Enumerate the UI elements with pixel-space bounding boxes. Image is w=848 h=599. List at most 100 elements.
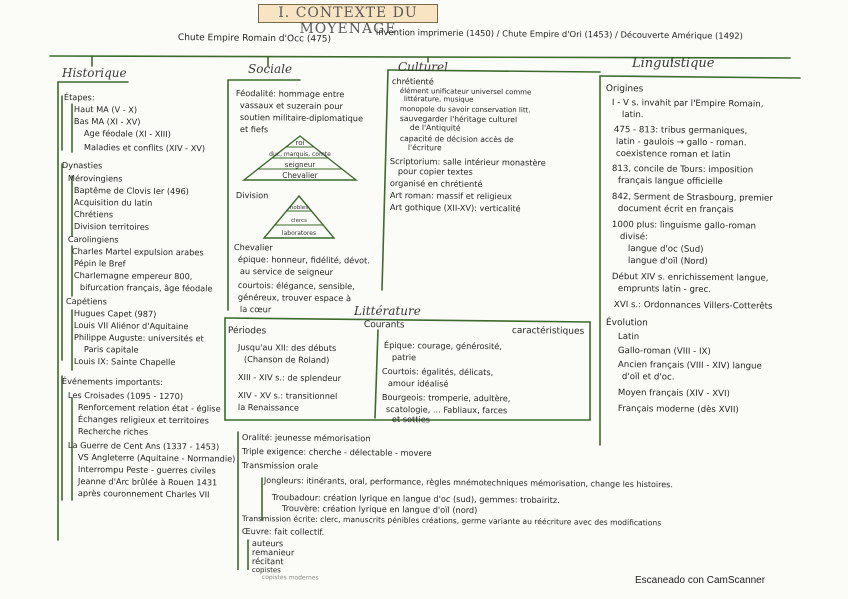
lit-note: copistes modernes xyxy=(262,573,319,584)
hist-line: Événements importants: xyxy=(62,376,163,387)
lit-periode: XIV - XV s.: transitionnel xyxy=(238,390,337,401)
hist-line: Renforcement relation état - église xyxy=(78,402,221,413)
hist-line: Baptême de Clovis Ier (496) xyxy=(74,185,189,196)
ling-line: document écrit en français xyxy=(618,204,734,215)
hist-line: Interrompu Peste - guerres civiles xyxy=(78,464,216,475)
page-title: I. CONTEXTE DU MOYENAGE xyxy=(258,4,438,23)
soc-chevalier: courtois: élégance, sensible, xyxy=(238,280,355,291)
pyr-roi: roi xyxy=(296,139,305,147)
ling-line: Ancien français (VIII - XIV) langue xyxy=(618,360,762,372)
scanner-watermark: Escaneado con CamScanner xyxy=(635,575,765,586)
order-clercs: clercs xyxy=(291,218,307,224)
ling-line: 842, Serment de Strasbourg, premier xyxy=(612,192,773,204)
cult-line: organisé en chrétienté xyxy=(390,178,483,189)
soc-chevalier: Chevalier xyxy=(234,242,273,252)
cult-line: de l'Antiquité xyxy=(410,123,461,134)
lit-periodes-label: Périodes xyxy=(228,326,266,336)
soc-feodalite: Féodalité: hommage entre xyxy=(236,88,344,99)
lit-note: Trouvère: création lyrique en langue d'o… xyxy=(282,503,478,515)
hist-line: Louis VII Aliénor d'Aquitaine xyxy=(74,320,189,331)
ling-line: langue d'oïl (Nord) xyxy=(628,256,708,267)
hist-line: Division territoires xyxy=(74,221,149,232)
cult-line: Art roman: massif et religieux xyxy=(390,190,512,201)
heading-sociale: Sociale xyxy=(248,62,292,76)
ling-line: Moyen français (XIV - XVI) xyxy=(618,388,730,399)
hist-line: Age féodale (XI - XIII) xyxy=(84,128,171,139)
hist-line: Mérovingiens xyxy=(68,173,123,184)
hist-line: Dynasties xyxy=(62,160,103,170)
hist-line: après couronnement Charles VII xyxy=(78,488,210,499)
timeline-start: Chute Empire Romain d'Occ (475) xyxy=(178,33,331,45)
ling-line: Début XIV s. enrichissement langue, xyxy=(612,272,769,284)
soc-chevalier: la cœur xyxy=(240,304,271,314)
hist-line: Recherche riches xyxy=(78,426,148,437)
hist-line: Haut MA (V - X) xyxy=(74,104,137,115)
hist-line: Pépin le Bref xyxy=(74,258,126,269)
lit-courant: amour idéalisé xyxy=(388,378,449,389)
three-orders-diagram: nobles clercs laboratores xyxy=(262,194,336,240)
hist-line: La Guerre de Cent Ans (1337 - 1453) xyxy=(68,440,219,452)
ling-line: langue d'oc (Sud) xyxy=(628,244,704,255)
hist-line: Philippe Auguste: universités et xyxy=(74,332,204,343)
ling-line: Origines xyxy=(606,84,644,94)
pyr-seigneur: seigneur xyxy=(285,161,316,169)
ling-line: Latin xyxy=(618,332,639,342)
cult-line: Art gothique (XII-XV): verticalité xyxy=(390,202,521,213)
hist-line: Charles Martel expulsion arabes xyxy=(72,246,204,257)
soc-chevalier: épique: honneur, fidélité, dévot. xyxy=(238,254,370,265)
lit-courant: patrie xyxy=(392,352,416,362)
lit-courant: Épique: courage, générosité, xyxy=(384,340,502,351)
ling-line: Gallo-roman (VIII - IX) xyxy=(618,346,711,357)
lit-periode: (Chanson de Roland) xyxy=(244,354,330,365)
lit-note: Œuvre: fait collectif. xyxy=(242,526,324,537)
ling-line: I - V s. invahit par l'Empire Romain, xyxy=(612,98,764,110)
soc-feodalite: vassaux et suzerain pour xyxy=(240,100,343,111)
lit-courants-label: Courants xyxy=(364,320,405,330)
soc-chevalier: généreux, trouver espace à xyxy=(238,292,351,303)
soc-feodalite: et fiefs xyxy=(240,124,268,134)
hist-line: Acquisition du latin xyxy=(74,197,153,208)
hist-line: Jeanne d'Arc brûlée à Rouen 1431 xyxy=(78,476,217,487)
hist-line: VS Angleterre (Aquitaine - Normandie) xyxy=(78,452,236,464)
ling-line: XVI s.: Ordonnances Villers-Cotterêts xyxy=(614,300,773,312)
hist-line: Chrétiens xyxy=(74,209,113,219)
cult-line: pour copier textes xyxy=(398,166,473,177)
hist-line: Étapes: xyxy=(64,92,95,102)
lit-courant: et sotties xyxy=(392,414,430,424)
lit-note: Triple exigence: cherche - délectable - … xyxy=(242,446,432,458)
hist-line: Échanges religieux et territoires xyxy=(78,414,209,425)
heading-culturel: Culturel xyxy=(398,60,448,74)
ling-line: 475 - 813: tribus germaniques, xyxy=(614,125,748,136)
cult-line: chrétienté xyxy=(392,76,434,86)
soc-feodalite: soutien militaire-diplomatique xyxy=(240,112,363,123)
hist-line: Bas MA (XI - XV) xyxy=(74,116,141,127)
ling-line: latin. xyxy=(622,110,644,120)
pyr-duc: duc, marquis, comte xyxy=(269,151,331,158)
hist-line: Charlemagne empereur 800, xyxy=(74,270,193,281)
soc-chevalier: au service de seigneur xyxy=(240,266,333,277)
ling-line: 813, concile de Tours: imposition xyxy=(612,164,753,175)
pyr-chevalier: Chevalier xyxy=(282,171,318,180)
ling-line: 1000 plus: linguisme gallo-roman xyxy=(612,220,756,232)
hist-line: bifurcation français, âge féodale xyxy=(80,282,213,293)
hist-line: Louis IX: Sainte Chapelle xyxy=(74,356,176,367)
lit-note: Oralité: jeunesse mémorisation xyxy=(242,432,371,443)
hist-line: Carolingiens xyxy=(68,234,119,245)
ling-line: latin - gaulois → gallo - roman. xyxy=(616,137,747,148)
heading-historique: Historique xyxy=(62,66,127,80)
lit-courant: Bourgeois: tromperie, adultère, xyxy=(382,392,511,403)
hist-line: Paris capitale xyxy=(84,344,139,355)
feudal-pyramid-diagram: roi duc, marquis, comte seigneur Chevali… xyxy=(240,134,360,182)
ling-line: d'oïl et d'oc. xyxy=(622,372,675,383)
ling-line: français langue officielle xyxy=(618,176,723,187)
ling-line: divisé: xyxy=(620,232,648,242)
lit-note: Transmission orale xyxy=(242,460,318,471)
ling-line: emprunts latin - grec. xyxy=(618,284,711,295)
ling-line: coexistence roman et latin xyxy=(616,149,731,160)
heading-linguistique: Linguistique xyxy=(632,56,714,71)
lit-courant: Courtois: égalités, délicats, xyxy=(382,366,493,377)
hist-line: Hugues Capet (987) xyxy=(74,308,157,319)
heading-litterature: Littérature xyxy=(354,304,421,318)
hist-line: Capétiens xyxy=(66,296,107,306)
